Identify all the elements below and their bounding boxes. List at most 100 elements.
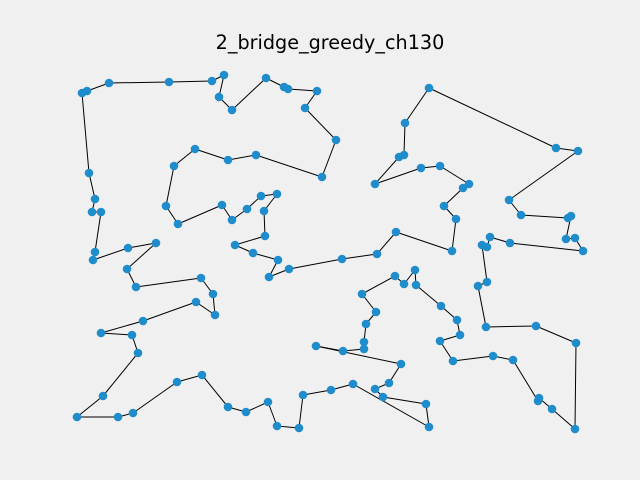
tour-node xyxy=(127,330,137,340)
tour-node xyxy=(570,233,580,243)
tour-edge xyxy=(92,247,129,261)
tour-node xyxy=(399,279,409,289)
tour-node xyxy=(151,238,161,248)
tour-node xyxy=(561,234,571,244)
tour-node xyxy=(447,246,457,256)
tour-node xyxy=(312,86,322,96)
tour-node xyxy=(72,412,82,422)
tour-edge xyxy=(321,139,337,178)
tour-edge xyxy=(374,167,422,185)
tour-node xyxy=(88,255,98,265)
tour-node xyxy=(477,240,487,250)
tour-edge xyxy=(481,244,488,283)
tour-node xyxy=(227,105,237,115)
tour-node xyxy=(90,247,100,257)
tour-edge xyxy=(508,150,579,201)
tour-node xyxy=(96,328,106,338)
tour-node xyxy=(372,249,382,259)
tour-node xyxy=(439,201,449,211)
tour-edge xyxy=(81,92,90,174)
tour-node xyxy=(359,337,369,347)
tour-node xyxy=(338,346,348,356)
tour-node xyxy=(416,163,426,173)
tour-node xyxy=(421,399,431,409)
tour-edge xyxy=(288,258,343,270)
tour-edge xyxy=(201,374,229,408)
tour-node xyxy=(508,355,518,365)
tour-edge xyxy=(551,408,576,430)
tour-node xyxy=(172,377,182,387)
tour-node xyxy=(113,412,123,422)
tour-node xyxy=(123,243,133,253)
tour-edge xyxy=(302,389,332,396)
tour-node xyxy=(217,200,227,210)
tour-edge xyxy=(132,381,178,414)
tour-node xyxy=(547,404,557,414)
tour-node xyxy=(464,179,474,189)
tour-edge xyxy=(255,154,323,178)
tour-node xyxy=(533,396,543,406)
tour-edge xyxy=(102,352,139,397)
tour-node xyxy=(455,330,465,340)
tour-edges xyxy=(76,74,584,430)
tour-edge xyxy=(176,374,203,383)
tour-edge xyxy=(382,396,427,405)
tour-node xyxy=(259,206,269,216)
tour-node xyxy=(359,344,369,354)
tour-node xyxy=(223,155,233,165)
tour-node xyxy=(241,407,251,417)
tour-node xyxy=(251,150,261,160)
tour-node xyxy=(242,204,252,214)
tour-node xyxy=(208,289,218,299)
tour-edge xyxy=(509,242,584,252)
tour-node xyxy=(264,272,274,282)
tour-node xyxy=(298,390,308,400)
tour-edge xyxy=(227,154,257,161)
tour-node xyxy=(260,231,270,241)
tour-edge xyxy=(485,325,537,328)
tour-node xyxy=(261,73,271,83)
tour-node xyxy=(361,319,371,329)
tour-edge xyxy=(177,204,223,225)
tour-node xyxy=(424,422,434,432)
tour-node xyxy=(84,168,94,178)
tour-edge xyxy=(234,235,266,246)
tour-node xyxy=(400,118,410,128)
tour-node xyxy=(384,378,394,388)
tour-node xyxy=(169,161,179,171)
tour-node xyxy=(399,150,409,160)
tour-node xyxy=(378,392,388,402)
tour-node xyxy=(272,421,282,431)
tour-node xyxy=(133,348,143,358)
tour-node xyxy=(357,289,367,299)
tour-node xyxy=(273,255,283,265)
tour-node xyxy=(410,265,420,275)
tour-edge xyxy=(287,88,318,92)
tour-node xyxy=(283,84,293,94)
tour-node xyxy=(391,227,401,237)
tour-edge xyxy=(194,148,229,161)
tour-node xyxy=(263,397,273,407)
tour-node xyxy=(248,248,258,258)
tour-edge xyxy=(404,87,430,124)
tour-node xyxy=(96,207,106,217)
chart-title: 2_bridge_greedy_ch130 xyxy=(216,31,445,54)
tour-edge xyxy=(173,148,196,167)
tour-edge xyxy=(142,301,197,322)
tour-node xyxy=(396,359,406,369)
tour-edge xyxy=(520,214,569,219)
tour-edge xyxy=(135,277,202,288)
tour-edge xyxy=(94,211,102,253)
tour-edge xyxy=(127,242,157,249)
tour-edge xyxy=(88,172,96,200)
tour-node xyxy=(210,310,220,320)
tour-node xyxy=(214,92,224,102)
tour-node xyxy=(161,201,171,211)
tour-node xyxy=(256,191,266,201)
tour-node xyxy=(122,264,132,274)
tour-node xyxy=(230,240,240,250)
tour-edge xyxy=(76,395,104,418)
tour-node xyxy=(424,83,434,93)
tour-node xyxy=(435,161,445,171)
